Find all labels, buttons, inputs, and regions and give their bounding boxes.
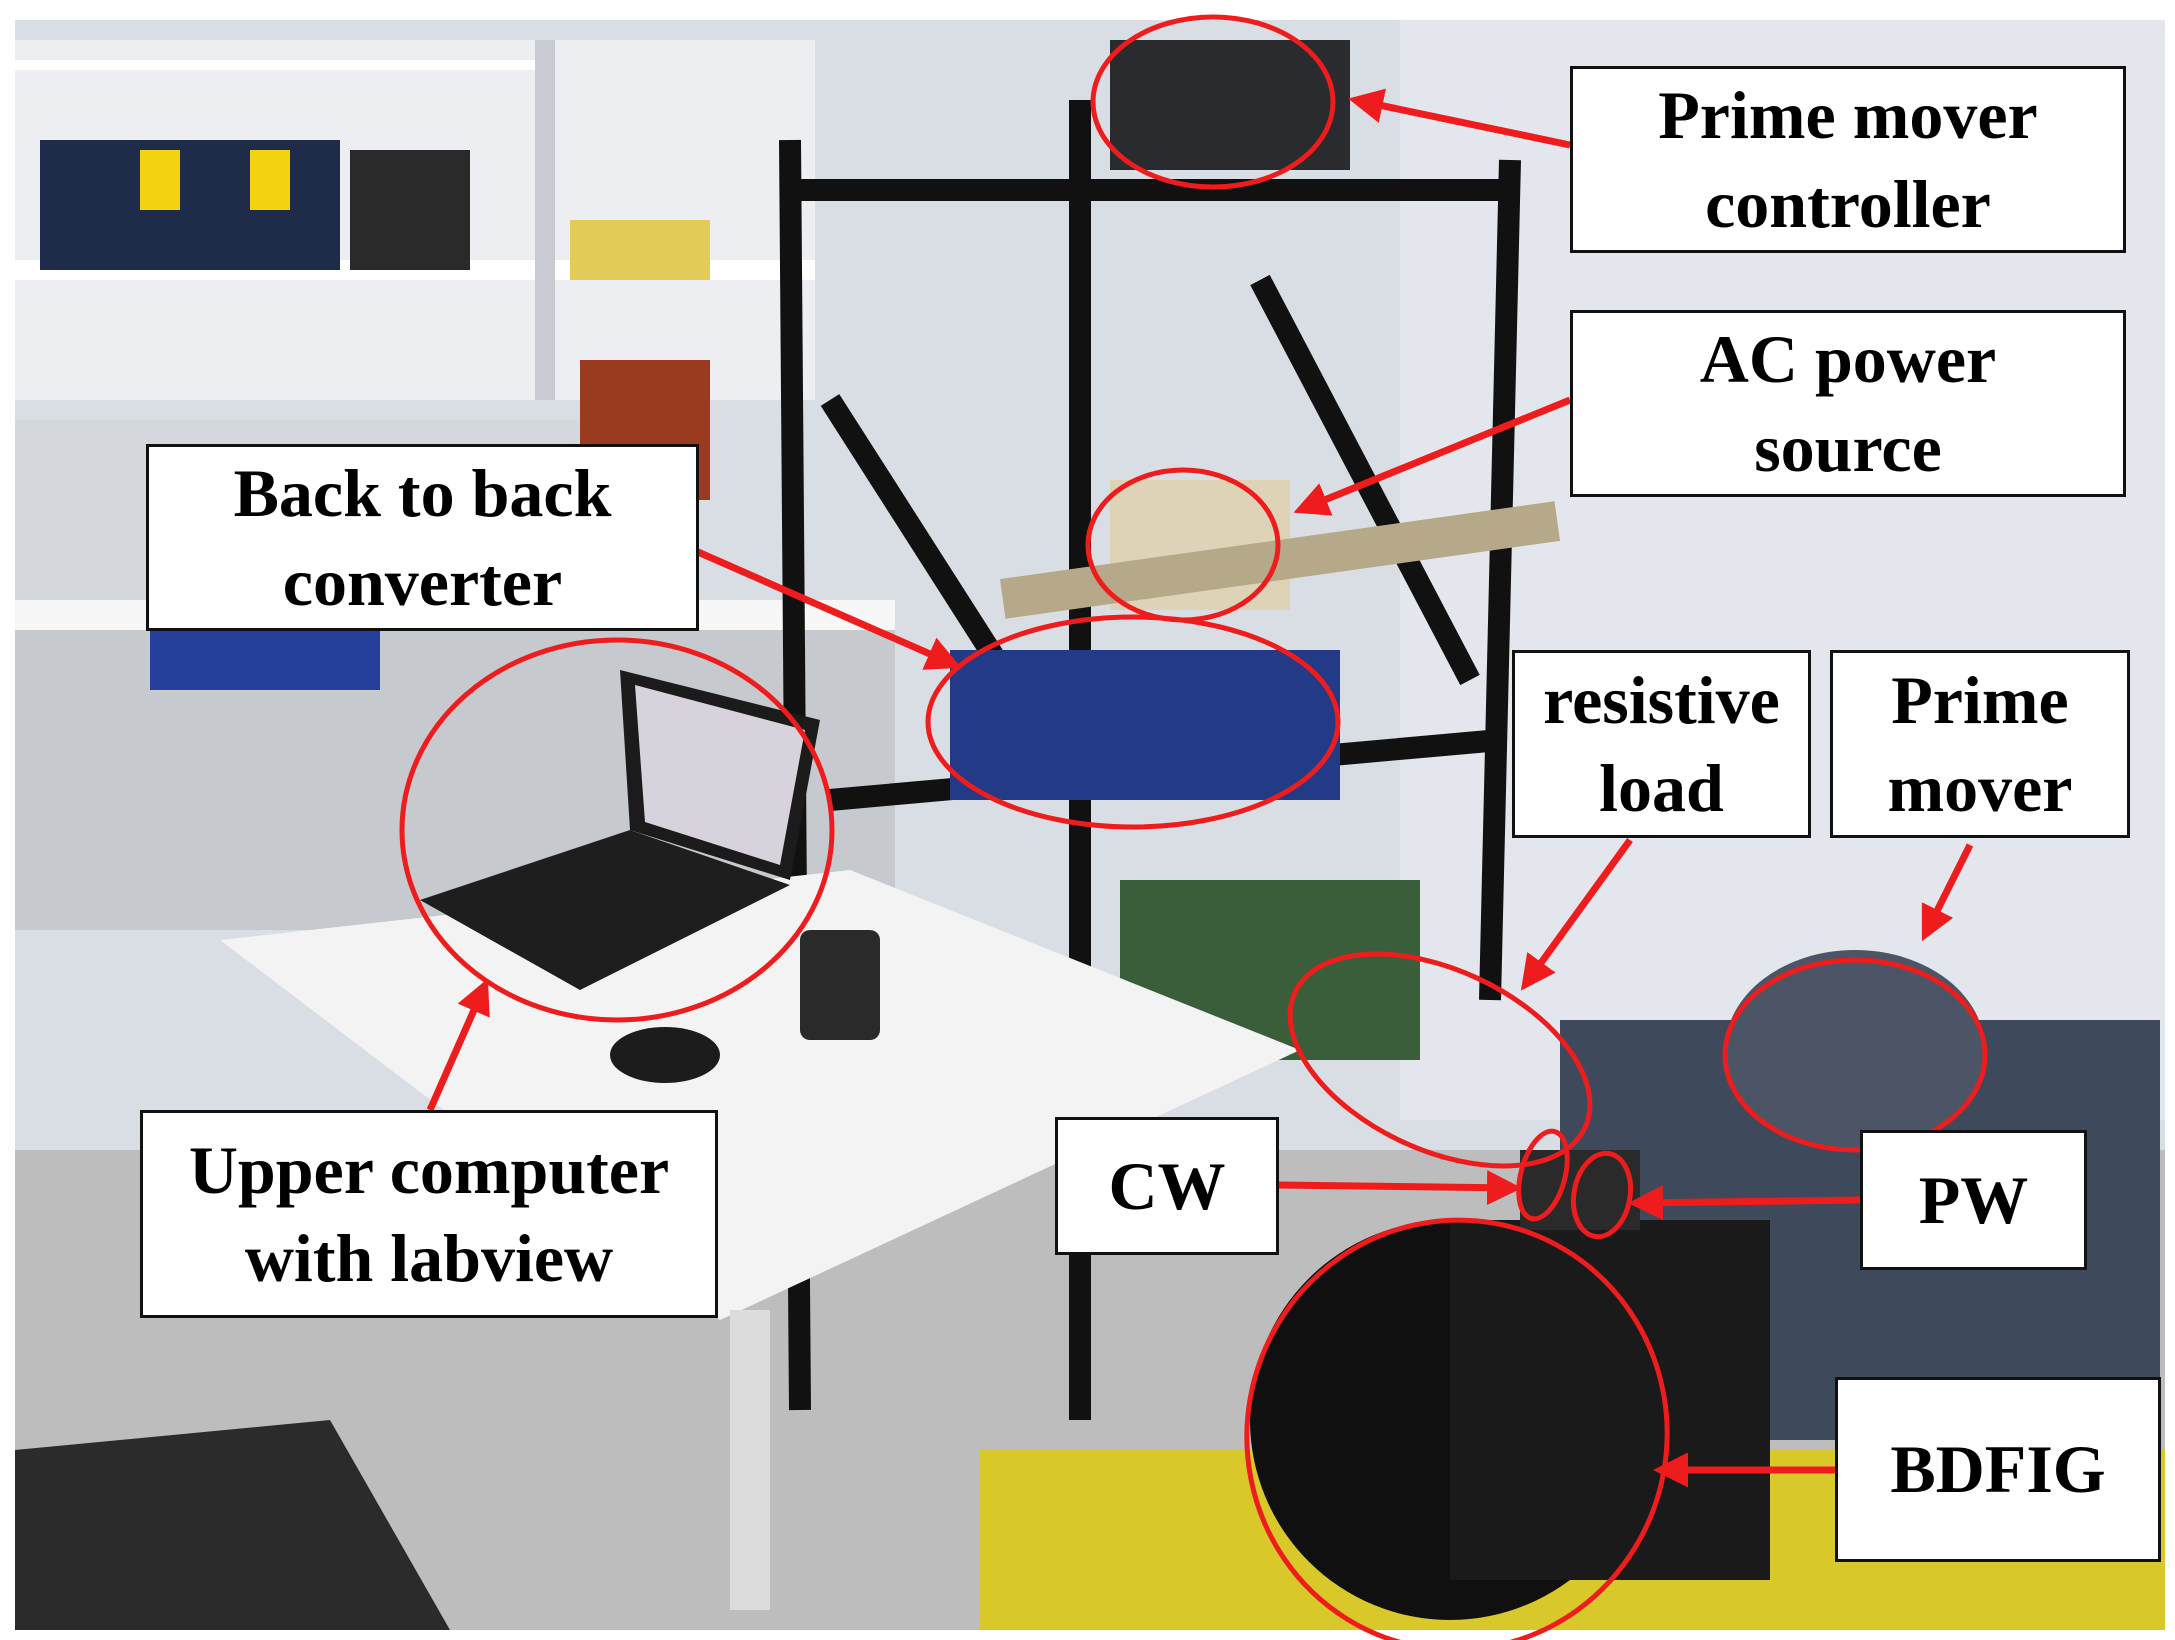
arrow-cw [1277,1170,1522,1206]
label-upper-computer: Upper computer with labview [140,1110,718,1318]
circle-back-to-back-converter [925,614,1341,830]
label-prime-mover: Prime mover [1830,650,2130,838]
mouse [610,1027,720,1083]
bdfig-body [1450,1220,1770,1580]
circle-upper-computer [399,637,835,1023]
arrow-upper-computer [426,978,490,1112]
circle-resistive-load [1287,951,1593,1169]
arrow-back-to-back-converter [696,548,962,670]
laptop-display [635,685,805,865]
keypad [800,930,880,1040]
left-shelving [15,40,815,400]
label-cw: CW [1055,1117,1279,1255]
label-bdfig: BDFIG [1835,1377,2161,1562]
circle-prime-mover [1722,957,1988,1153]
label-ac-power-source: AC power source [1570,310,2126,497]
prime-mover-motor [1725,950,1985,1150]
converter-crate [950,650,1340,800]
label-resistive-load: resistive load [1512,650,1811,838]
desk-leg [730,1310,770,1610]
circle-cw [1516,1128,1570,1222]
label-pw: PW [1860,1130,2087,1270]
chair [15,1420,450,1630]
label-prime-mover-controller: Prime mover controller [1570,66,2126,253]
laptop-base [420,830,790,990]
arrow-resistive-load [1520,837,1633,991]
arrow-ac-power-source [1293,396,1572,516]
pointer-arrows [426,88,1974,1488]
din-rail [999,501,1561,619]
label-back-to-back-converter: Back to back converter [146,444,699,631]
circle-prime-mover-controller [1090,14,1336,190]
arrow-prime-mover-controller [1348,88,1571,149]
arrow-pw [1628,1185,1861,1221]
prime-mover-controller-box [1110,40,1350,170]
arrow-prime-mover [1921,843,1974,942]
